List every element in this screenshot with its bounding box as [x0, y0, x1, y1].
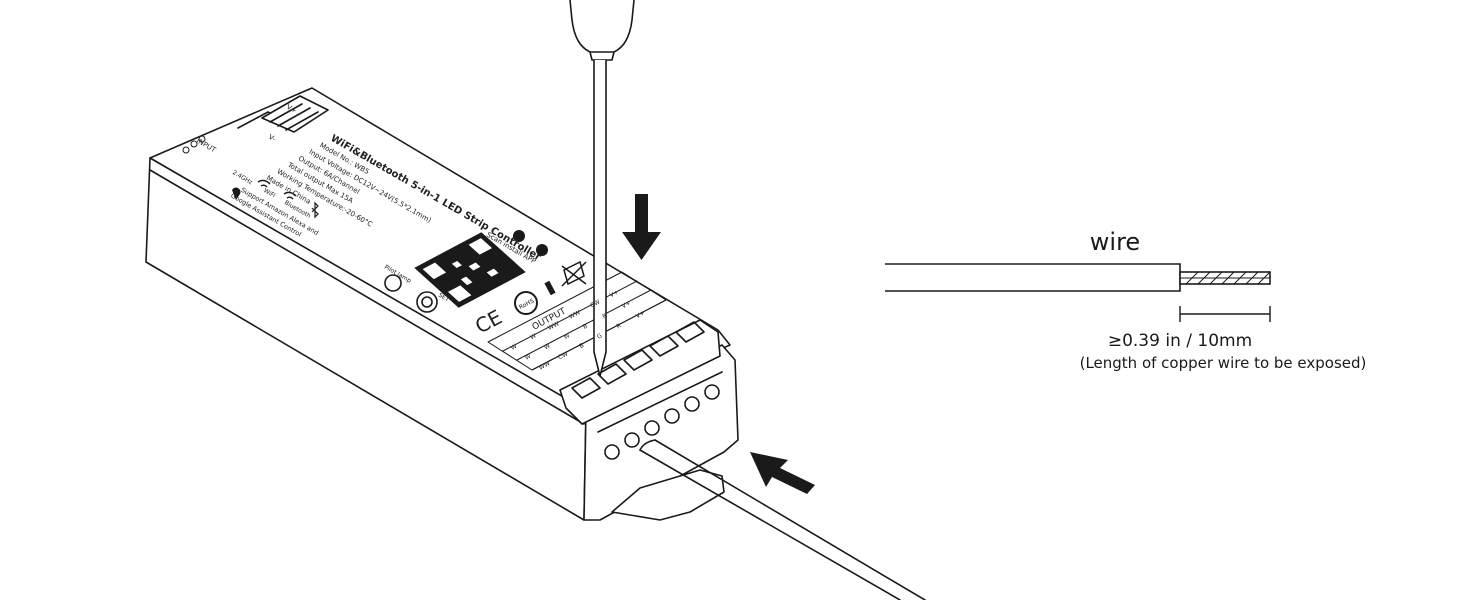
- output-table-text: W W WW WW CW V+ W W W B R V+ WW CW B G R…: [510, 289, 646, 372]
- output-cell: V+: [635, 310, 646, 320]
- terminal-hole: [664, 408, 680, 424]
- terminal-hole: [624, 432, 640, 448]
- screwdriver-icon: [569, 0, 635, 377]
- terminal-hole: [684, 396, 700, 412]
- microphone-icon: [232, 187, 241, 200]
- output-cell: W: [543, 342, 552, 351]
- wire-strip-diagram: [885, 263, 1271, 322]
- arrow-up-left-icon: [750, 452, 815, 494]
- strip-length-value: ≥0.39 in / 10mm: [1107, 331, 1253, 351]
- output-terminal-block: [559, 319, 721, 460]
- output-cell: WW: [538, 360, 552, 372]
- output-cell: R: [615, 322, 622, 330]
- output-cell: CW: [589, 299, 601, 310]
- output-cell: W: [529, 332, 538, 341]
- output-cell: W: [563, 332, 572, 341]
- output-cell: V+: [609, 289, 620, 299]
- polarity-icon: [182, 135, 206, 154]
- qr-code-icon: [414, 232, 526, 308]
- weee-bin-icon: [544, 260, 587, 296]
- pilot-lamp-icon: [384, 274, 402, 292]
- apple-icon: [513, 230, 525, 242]
- output-cell: W: [524, 353, 533, 362]
- terminal-levers: [571, 321, 705, 399]
- output-cell: WW: [568, 309, 582, 321]
- output-cell: WW: [547, 320, 561, 332]
- output-cell: V+: [621, 300, 632, 310]
- copper-strands: [1180, 271, 1271, 285]
- rohs-icon: [514, 291, 538, 315]
- strip-length-note: (Length of copper wire to be exposed): [1079, 354, 1367, 372]
- output-cell: R: [601, 312, 608, 320]
- terminal-hole: [704, 384, 720, 400]
- output-cell: CW: [557, 350, 569, 361]
- output-cell: G: [596, 332, 604, 341]
- terminal-hole: [604, 444, 620, 460]
- output-cell: W: [510, 343, 519, 352]
- controller-housing: [145, 87, 739, 521]
- android-icon: [536, 244, 548, 256]
- terminal-hole: [644, 420, 660, 436]
- set-button[interactable]: [416, 291, 438, 313]
- output-cell: B: [578, 342, 585, 350]
- vminus-label: V-: [267, 133, 277, 144]
- wire-insulation: [885, 263, 1181, 292]
- set-label: SET: [437, 292, 451, 304]
- inserted-wire: [639, 439, 926, 600]
- wifi-icon: [257, 179, 297, 200]
- dimension-line: [1179, 306, 1271, 322]
- arrow-down-icon: [622, 194, 661, 260]
- wire-title: wire: [1089, 228, 1141, 256]
- bluetooth-icon: [311, 201, 319, 219]
- set-button-inner: [421, 296, 433, 308]
- app-store-icons: [513, 230, 548, 256]
- output-cell: B: [582, 323, 589, 331]
